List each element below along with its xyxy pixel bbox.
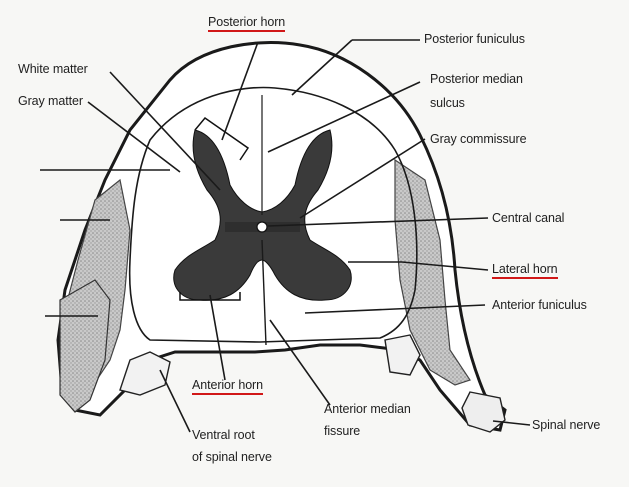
label-lateral-horn: Lateral horn — [492, 262, 558, 279]
label-ventral-root-1: Ventral root — [192, 428, 255, 442]
label-gray-matter: Gray matter — [18, 94, 83, 108]
label-anterior-median-1: Anterior median — [324, 402, 411, 416]
label-posterior-median-2: sulcus — [430, 96, 465, 110]
label-spinal-nerve: Spinal nerve — [532, 418, 600, 432]
label-white-matter: White matter — [18, 62, 88, 76]
label-anterior-funiculus: Anterior funiculus — [492, 298, 587, 312]
label-gray-commissure: Gray commissure — [430, 132, 526, 146]
label-central-canal: Central canal — [492, 211, 564, 225]
spinal-nerve-bulb — [462, 392, 505, 432]
label-anterior-median-2: fissure — [324, 424, 360, 438]
label-posterior-median-1: Posterior median — [430, 72, 523, 86]
label-posterior-horn: Posterior horn — [208, 15, 285, 32]
label-posterior-funiculus: Posterior funiculus — [424, 32, 525, 46]
label-ventral-root-2: of spinal nerve — [192, 450, 272, 464]
central-canal — [257, 222, 267, 232]
label-anterior-horn: Anterior horn — [192, 378, 263, 395]
